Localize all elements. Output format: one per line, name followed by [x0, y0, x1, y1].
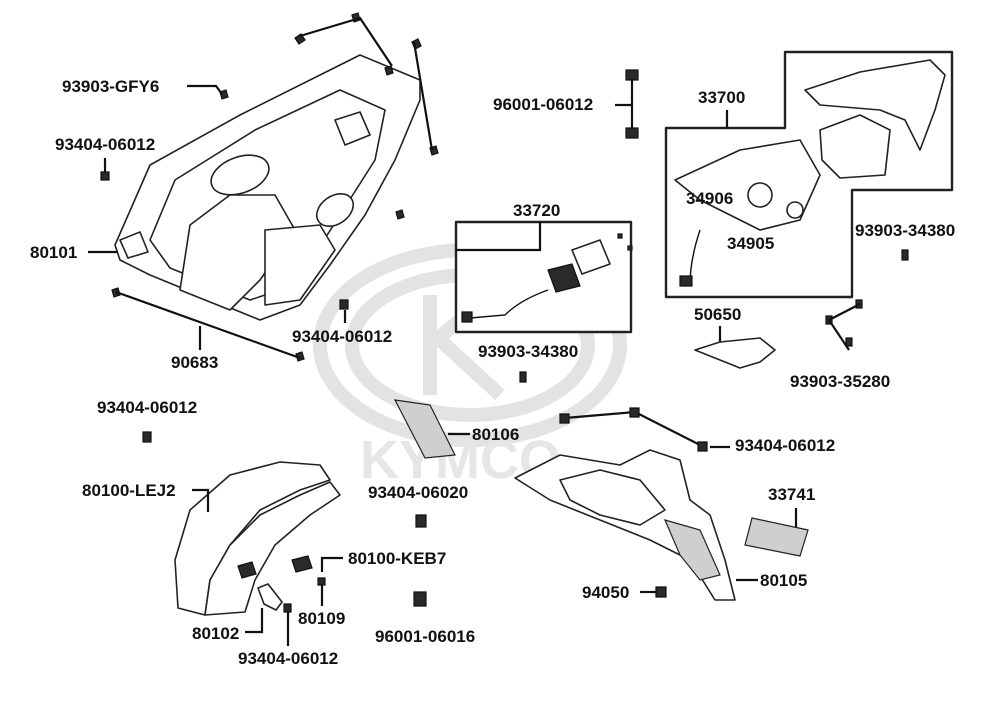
label-50650: 50650 — [694, 305, 741, 324]
screws-93903-35280 — [825, 299, 863, 351]
label-33741: 33741 — [768, 485, 815, 504]
label-93903-GFY6: 93903-GFY6 — [62, 77, 159, 96]
screw-93404-06012-e — [283, 603, 292, 613]
label-93903-35280: 93903-35280 — [790, 372, 890, 391]
nut-94050 — [655, 586, 667, 598]
label-93903-34380-a: 93903-34380 — [855, 221, 955, 240]
leader-80102 — [245, 608, 264, 634]
license-light-assembly — [461, 233, 633, 323]
label-93404-06012-b: 93404-06012 — [292, 327, 392, 346]
leader-80100-LEJ2 — [192, 488, 210, 512]
leader-80100-KEB7 — [320, 556, 343, 572]
rear-fender-80105 — [514, 449, 736, 601]
reflector-80106 — [393, 399, 456, 459]
label-96001-06016: 96001-06016 — [375, 627, 475, 646]
label-80105: 80105 — [760, 571, 807, 590]
label-93404-06012-d: 93404-06012 — [735, 436, 835, 455]
label-80101: 80101 — [30, 243, 77, 262]
screw-93903-34380-b — [519, 371, 527, 383]
front-fender-80100-LEJ2 — [174, 461, 341, 616]
tail-light-assembly — [674, 59, 946, 287]
bolt-96001-06012 — [625, 69, 639, 139]
harness-50650 — [694, 337, 776, 369]
box-33720 — [454, 220, 633, 334]
bolt-93404-06020 — [415, 514, 427, 528]
label-93404-06012-a: 93404-06012 — [55, 135, 155, 154]
label-93404-06012-c: 93404-06012 — [97, 398, 197, 417]
plate-33741 — [744, 517, 809, 557]
screw-93404-06012-c — [142, 431, 152, 443]
rear-body-cover-80101 — [114, 54, 421, 321]
label-80109: 80109 — [298, 609, 345, 628]
label-93404-06020: 93404-06020 — [368, 483, 468, 502]
label-80106: 80106 — [472, 425, 519, 444]
label-34905: 34905 — [727, 234, 774, 253]
label-34906: 34906 — [686, 189, 733, 208]
screw-93903-34380-a — [901, 249, 909, 261]
leader-93903-GFY6 — [187, 84, 223, 95]
screw-group-80101 — [100, 12, 439, 362]
label-80102: 80102 — [192, 624, 239, 643]
screws-93404-06012-d — [559, 407, 730, 452]
bracket-80102 — [257, 583, 283, 611]
label-93903-34380-b: 93903-34380 — [478, 342, 578, 361]
label-93404-06012-e: 93404-06012 — [238, 649, 338, 668]
part-80109 — [317, 577, 326, 586]
label-90683: 90683 — [171, 353, 218, 372]
bolt-96001-06016 — [413, 591, 427, 607]
label-96001-06012: 96001-06012 — [493, 95, 593, 114]
label-33720: 33720 — [513, 201, 560, 220]
label-33700: 33700 — [698, 88, 745, 107]
label-80100-KEB7: 80100-KEB7 — [348, 549, 446, 568]
leader-33720 — [456, 222, 542, 252]
label-80100-LEJ2: 80100-LEJ2 — [82, 481, 176, 500]
label-94050: 94050 — [582, 583, 629, 602]
